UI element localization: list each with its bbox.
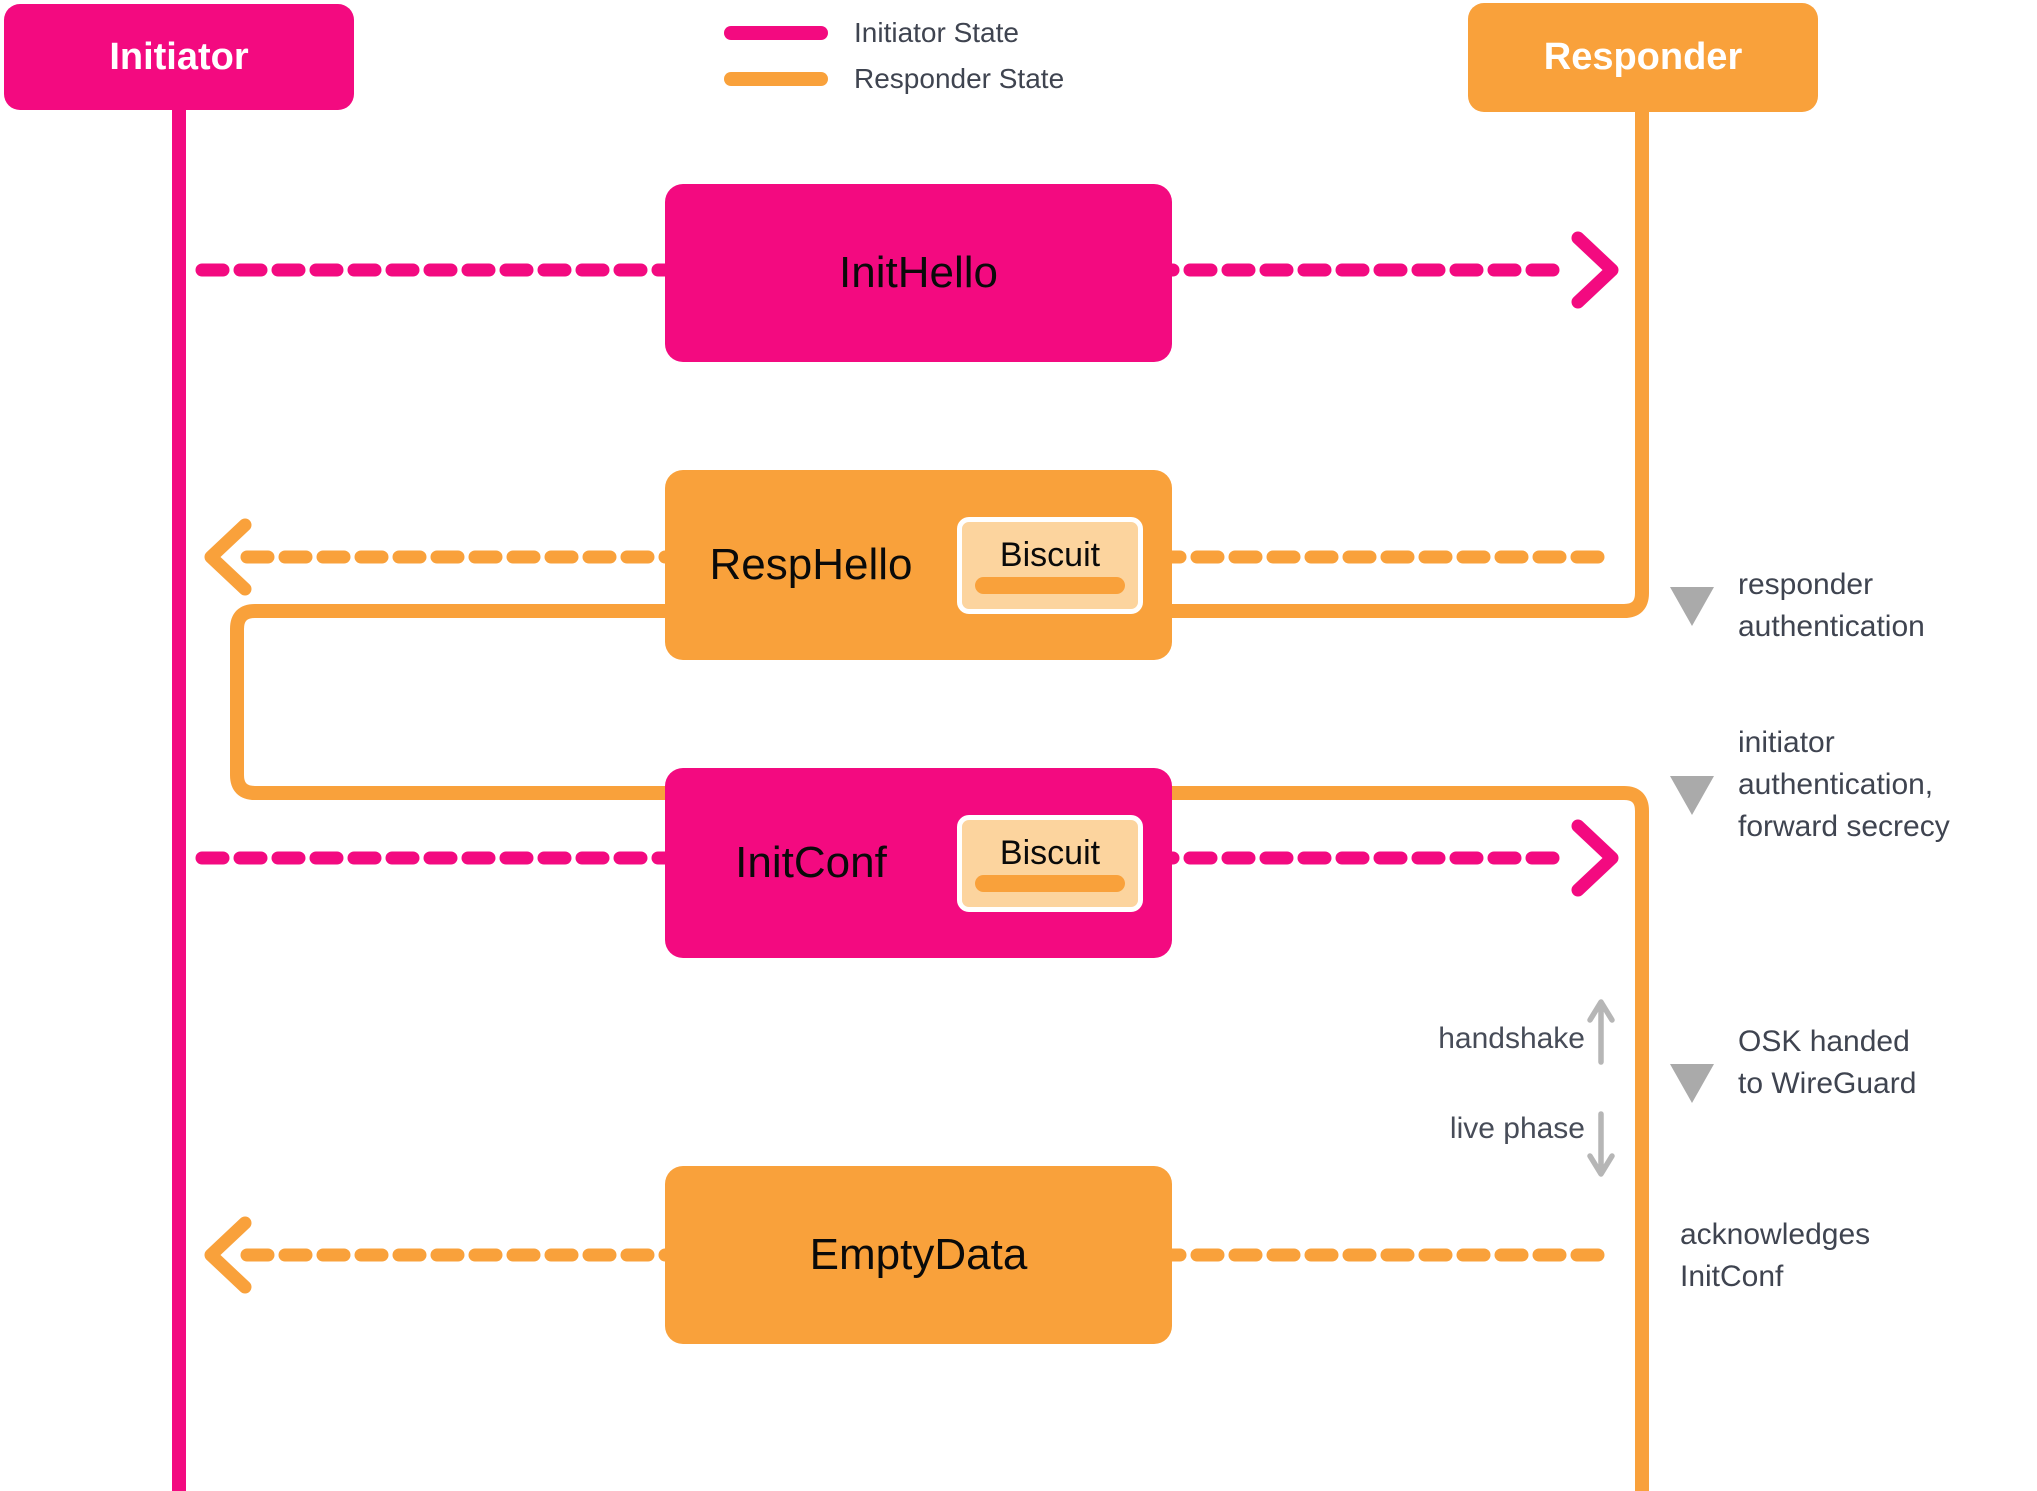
message-box-inithello: InitHello: [665, 184, 1172, 362]
responder-actor-box: Responder: [1468, 3, 1818, 112]
inithello-arrowhead-icon: [1571, 231, 1619, 309]
responder-state-swatch: [724, 72, 828, 86]
message-label: RespHello: [709, 540, 913, 589]
initiator-actor-box: Initiator: [4, 4, 354, 110]
message-label: InitHello: [839, 248, 998, 297]
annotation-acknowledges-initconf: acknowledges InitConf: [1680, 1214, 1870, 1298]
annotation-line: forward secrecy: [1738, 810, 1950, 843]
annotation-line: OSK handed: [1738, 1025, 1910, 1058]
legend-label: Responder State: [854, 63, 1065, 94]
biscuit-chip: Biscuit: [957, 814, 1143, 912]
legend-label: Initiator State: [854, 17, 1019, 48]
legend-row-responder-state: Responder State: [724, 56, 1064, 102]
annotation-line: authentication,: [1738, 768, 1934, 801]
osk-triangle-icon: [1670, 1064, 1714, 1103]
handshake-phase-label: handshake: [1438, 1022, 1585, 1055]
annotation-line: InitConf: [1680, 1260, 1784, 1293]
initiator-auth-triangle-icon: [1670, 776, 1714, 815]
annotation-line: acknowledges: [1680, 1218, 1871, 1251]
responder-auth-triangle-icon: [1670, 587, 1714, 626]
annotation-line: authentication: [1738, 610, 1925, 643]
biscuit-chip: Biscuit: [957, 516, 1143, 614]
annotation-initiator-authentication: initiator authentication, forward secrec…: [1738, 722, 1950, 848]
message-box-initconf: InitConf Biscuit: [665, 768, 1172, 958]
message-label: EmptyData: [809, 1230, 1028, 1279]
legend-row-initiator-state: Initiator State: [724, 10, 1064, 56]
biscuit-chip-label: Biscuit: [999, 834, 1101, 872]
annotation-line: to WireGuard: [1738, 1067, 1917, 1100]
responder-state-line: [230, 106, 1649, 1491]
annotation-responder-authentication: responder authentication: [1738, 564, 1925, 648]
initconf-arrowhead-icon: [1571, 819, 1619, 897]
initiator-state-swatch: [724, 26, 828, 40]
message-box-resphello: RespHello Biscuit: [665, 470, 1172, 660]
message-label: InitConf: [735, 838, 887, 887]
resphello-arrowhead-icon: [204, 518, 252, 596]
responder-actor-label: Responder: [1543, 36, 1743, 78]
live-phase-down-arrow-icon: [1587, 1111, 1615, 1177]
biscuit-chip-bar: [975, 875, 1125, 892]
live-phase-label: live phase: [1449, 1112, 1585, 1145]
biscuit-chip-label: Biscuit: [999, 536, 1101, 574]
biscuit-chip-bar: [975, 577, 1125, 594]
message-box-emptydata: EmptyData: [665, 1166, 1172, 1344]
annotation-line: initiator: [1738, 726, 1835, 759]
initiator-actor-label: Initiator: [109, 35, 249, 78]
annotation-line: responder: [1738, 568, 1874, 601]
annotation-osk-handed-to-wireguard: OSK handed to WireGuard: [1738, 1021, 1916, 1105]
handshake-up-arrow-icon: [1587, 999, 1615, 1065]
legend: Initiator State Responder State: [724, 10, 1064, 102]
emptydata-arrowhead-icon: [204, 1216, 252, 1294]
